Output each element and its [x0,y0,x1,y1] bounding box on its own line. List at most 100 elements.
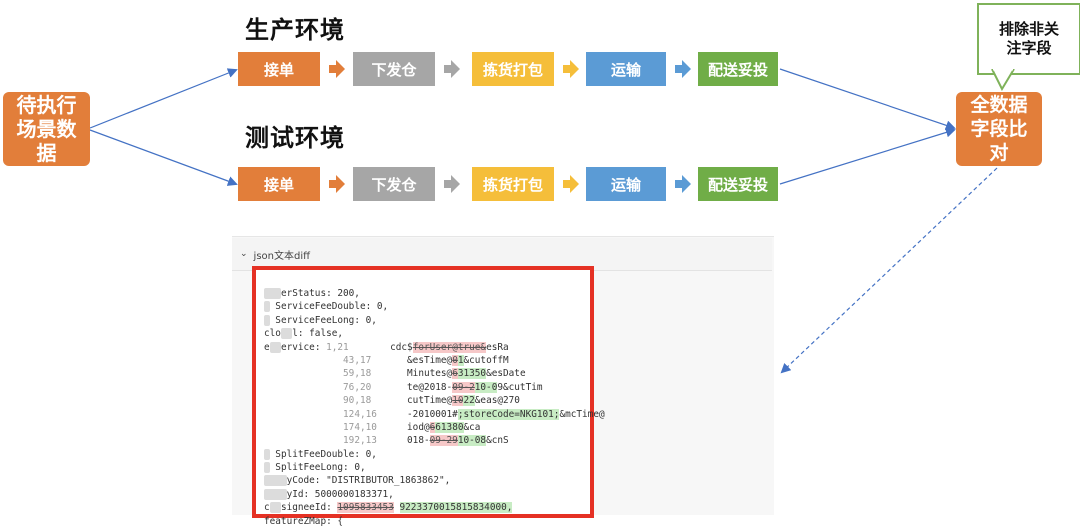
diff-position: 124,16 [343,408,377,420]
step-arrow-icon [444,175,460,193]
diff-added-text: 9223370015815834000, [399,502,513,514]
compare-label: 全数据字段比对 [970,94,1028,164]
callout-label: 排除非关注字段 [998,20,1059,57]
diff-text [264,355,343,366]
diff-text: te@2018- [407,381,453,393]
step-prod-5: 配送妥投 [698,52,778,86]
diff-removed-text: forUser@true& [412,341,487,353]
diff-text [264,395,343,406]
redacted-text [269,502,281,514]
step-prod-2: 下发仓 [353,52,435,86]
diff-text: c [264,502,270,514]
chevron-down-icon[interactable]: ⌄ [240,249,248,259]
compare-box: 全数据字段比对 [956,92,1042,166]
diff-line: 124,16 -2010001#;storeCode=NKG101;&mcTime… [264,408,605,421]
diff-text: &cutoffM [463,354,509,366]
step-arrow-icon [675,175,691,193]
step-arrow-icon [329,60,345,78]
env-title-prod: 生产环境 [245,16,345,44]
diff-text: esRa [486,341,509,353]
connector-source-to-prod [89,68,238,129]
connector-source-to-test [89,129,238,186]
diff-text: &cnS [486,435,509,447]
diff-header-title: json文本diff [253,250,311,262]
diff-position: 76,20 [343,381,372,393]
diff-text: erStatus: 200, [280,288,360,299]
diff-added-text: 10-08 [457,435,487,447]
step-test-2: 下发仓 [353,167,435,201]
diff-text [394,502,400,513]
diff-text: clo [264,328,281,340]
diff-removed-text: 09-2 [452,381,475,393]
diff-text: yId: 5000000183371, [286,488,394,500]
diff-removed-text: 6 [452,368,458,380]
diff-position: 192,13 [343,435,377,447]
step-arrow-icon [563,60,579,78]
diff-text [264,422,343,433]
diff-removed-text: 6 [429,421,436,433]
diff-text: &mcTime@ [559,408,605,420]
diff-text: -2010001# [407,408,458,420]
diff-body [252,266,594,518]
diff-text: SplitFeeLong: 0, [269,462,366,474]
diff-text: l: false, [292,328,344,340]
redacted-text [280,328,293,340]
diff-text [264,409,343,420]
redacted-text [264,448,270,460]
step-prod-1: 接单 [238,52,320,86]
diff-text [264,368,343,379]
redacted-text [264,288,281,299]
redacted-text [264,475,287,487]
redacted-text [264,462,270,474]
step-arrow-icon [675,60,691,78]
diff-line: erStatus: 200, [264,287,584,300]
diff-line: yCode: "DISTRIBUTOR_1863862", [264,474,584,487]
diff-position: 43,17 [343,354,372,366]
diff-position: 59,18 [343,368,372,380]
diff-header[interactable]: ⌄ json文本diff [232,238,772,271]
diff-added-text: 10-0 [474,381,498,393]
redacted-text [264,314,270,326]
diff-text: &esTime@ [407,354,453,366]
diff-removed-text: 0 [452,354,458,366]
diff-text: cdc$ [390,341,413,353]
diff-code: erStatus: 200, ServiceFeeDouble: 0, Serv… [264,287,605,528]
step-prod-3: 拣货打包 [472,52,554,86]
diff-position: 174,10 [343,421,377,433]
source-label: 待执行场景数据 [16,93,77,165]
diff-text: ServiceFeeDouble: 0, [269,301,389,313]
diff-text: &ca [463,421,481,433]
step-arrow-icon [329,175,345,193]
diff-position: 1,21 [326,341,349,353]
diff-line: SplitFeeLong: 0, [264,461,584,474]
step-test-3: 拣货打包 [472,167,554,201]
step-test-5: 配送妥投 [698,167,778,201]
diff-line: featureZMap: { [264,515,584,528]
diff-added-text: ;storeCode=NKG101; [457,408,560,420]
diff-added-text: 1 [457,354,464,366]
diff-line: ServiceFeeLong: 0, [264,314,584,327]
diff-text: Minutes@ [407,368,453,380]
diff-text: yCode: "DISTRIBUTOR_1863862", [286,475,451,487]
connector-test-to-compare [779,127,956,185]
step-arrow-icon [444,60,460,78]
diff-line: SplitFeeDouble: 0, [264,448,584,461]
diff-line: c signeeId: 1095833453 92233700158158340… [264,501,584,514]
callout-pointer [991,69,1015,91]
step-arrow-icon [563,175,579,193]
diff-line: 43,17&esTime@01&cutoffM [264,354,584,367]
diff-line: ServiceFeeDouble: 0, [264,300,584,313]
diff-line: yId: 5000000183371, [264,488,584,501]
diff-text [264,382,343,393]
step-test-1: 接单 [238,167,320,201]
diff-text: ServiceFeeLong: 0, [269,314,377,326]
redacted-text [264,301,270,313]
diff-added-text: 31350 [457,368,487,380]
redacted-text [264,488,287,500]
diff-text: ervice: [280,341,327,353]
